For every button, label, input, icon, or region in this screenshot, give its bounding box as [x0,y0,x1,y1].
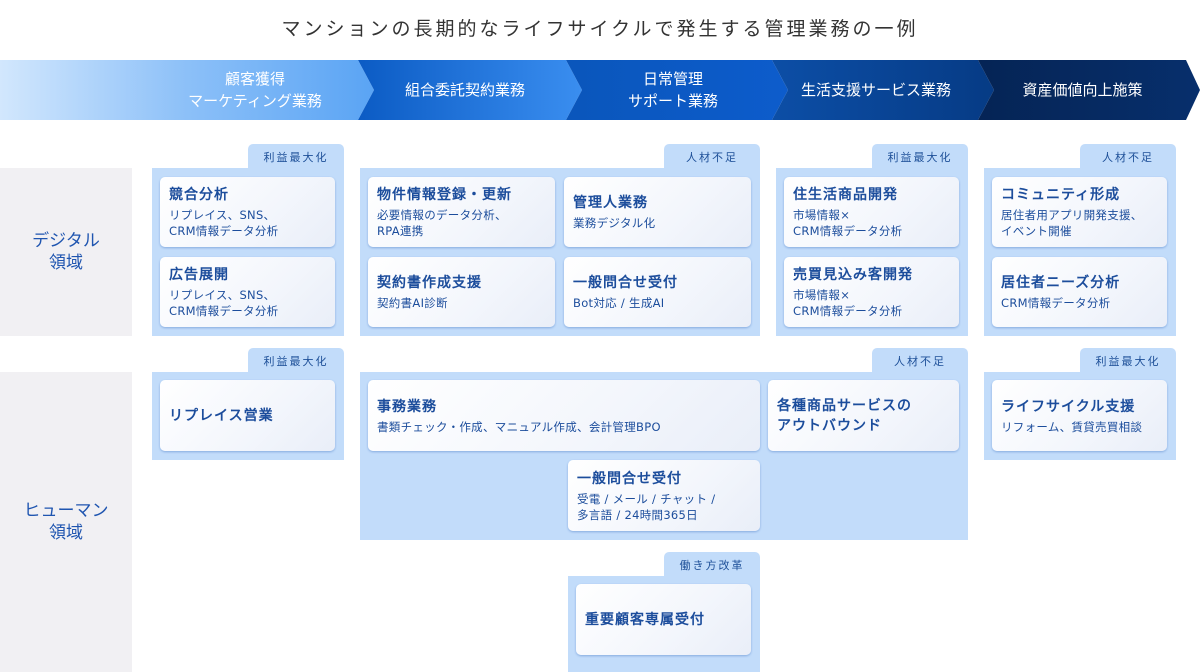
card-title: 住生活商品開発 [793,187,898,203]
card-subtitle: CRM情報データ分析 [1001,296,1111,310]
card-general-inquiry-human: 一般問合せ受付 受電 / メール / チャット / 多言語 / 24時間365日 [568,460,760,531]
card-vip-reception: 重要顧客専属受付 [576,584,751,655]
card-contract-drafting: 契約書作成支援 契約書AI診断 [368,257,555,327]
card-outbound-services: 各種商品サービスの アウトバウンド [768,380,959,451]
tag-profit-max: 利益最大化 [872,144,968,170]
card-replace-sales: リプレイス営業 [160,380,335,451]
tag-staff-shortage: 人材不足 [664,144,760,170]
phase-daily-management: 日常管理 サポート業務 [627,70,718,110]
group-human-asset-value: ライフサイクル支援 リフォーム、賃貸売買相談 [984,372,1176,460]
phase-life-support: 生活支援サービス業務 [800,81,951,99]
card-subtitle: 居住者用アプリ開発支援、 イベント開催 [1001,208,1143,238]
phase-band [0,60,1200,120]
card-subtitle: 市場情報× CRM情報データ分析 [793,208,903,238]
card-subtitle: 契約書AI診断 [377,296,448,310]
card-resident-needs-analysis: 居住者ニーズ分析 CRM情報データ分析 [992,257,1167,327]
card-subtitle: 業務デジタル化 [573,216,656,230]
tag-profit-max: 利益最大化 [248,144,344,170]
card-title: 事務業務 [377,398,437,415]
card-prospect-development: 売買見込み客開発 市場情報× CRM情報データ分析 [784,257,959,327]
card-competitive-analysis: 競合分析 リプレイス、SNS、 CRM情報データ分析 [160,177,335,247]
card-title: 競合分析 [169,187,229,203]
card-title: リプレイス営業 [169,407,274,424]
card-general-inquiry-digital: 一般問合せ受付 Bot対応 / 生成AI [564,257,751,327]
tag-staff-shortage: 人材不足 [872,348,968,374]
tag-profit-max: 利益最大化 [248,348,344,374]
card-subtitle: リプレイス、SNS、 CRM情報データ分析 [169,288,279,318]
card-office-work: 事務業務 書類チェック・作成、マニュアル作成、会計管理BPO [368,380,760,451]
phase-asset-value: 資産価値向上施策 [1022,81,1143,99]
card-title: 契約書作成支援 [377,275,482,291]
card-subtitle: Bot対応 / 生成AI [573,296,665,310]
card-title: 売買見込み客開発 [793,267,913,283]
page-title: マンションの長期的なライフサイクルで発生する管理業務の一例 [281,18,919,40]
tag-staff-shortage: 人材不足 [1080,144,1176,170]
card-caretaker-duties: 管理人業務 業務デジタル化 [564,177,751,247]
group-digital-contract-daily: 物件情報登録・更新 必要情報のデータ分析、 RPA連携 管理人業務 業務デジタル… [360,168,760,336]
phase-contract: 組合委託契約業務 [404,81,525,99]
card-subtitle: 書類チェック・作成、マニュアル作成、会計管理BPO [377,419,661,434]
card-subtitle: 市場情報× CRM情報データ分析 [793,288,903,318]
group-digital-asset-value: コミュニティ形成 居住者用アプリ開発支援、 イベント開催 居住者ニーズ分析 CR… [984,168,1176,336]
group-digital-marketing: 競合分析 リプレイス、SNS、 CRM情報データ分析 広告展開 リプレイス、SN… [152,168,344,336]
card-title: 広告展開 [169,267,229,283]
card-title: 一般問合せ受付 [573,275,678,291]
card-title: 管理人業務 [573,195,648,211]
group-human-marketing: リプレイス営業 [152,372,344,460]
tag-workstyle-reform: 働き方改革 [664,552,760,578]
row-label-digital: デジタル 領域 [0,168,132,336]
row-label-human: ヒューマン 領域 [0,372,132,672]
group-human-operations: 事務業務 書類チェック・作成、マニュアル作成、会計管理BPO 各種商品サービスの… [360,372,968,540]
card-subtitle: 必要情報のデータ分析、 RPA連携 [377,208,507,238]
tag-profit-max: 利益最大化 [1080,348,1176,374]
card-subtitle: 受電 / メール / チャット / 多言語 / 24時間365日 [577,491,716,522]
card-title: 物件情報登録・更新 [377,187,512,203]
group-human-vip: 重要顧客専属受付 [568,576,760,672]
card-ad-campaign: 広告展開 リプレイス、SNS、 CRM情報データ分析 [160,257,335,327]
card-title: コミュニティ形成 [1001,187,1121,203]
card-subtitle: リプレイス、SNS、 CRM情報データ分析 [169,208,279,238]
card-product-development: 住生活商品開発 市場情報× CRM情報データ分析 [784,177,959,247]
card-lifecycle-support: ライフサイクル支援 リフォーム、賃貸売買相談 [992,380,1167,451]
card-community-building: コミュニティ形成 居住者用アプリ開発支援、 イベント開催 [992,177,1167,247]
phase-marketing: 顧客獲得 マーケティング業務 [188,70,322,110]
phase-arrows [0,60,1200,120]
card-subtitle: リフォーム、賃貸売買相談 [1001,419,1143,434]
card-title: 居住者ニーズ分析 [1001,275,1121,291]
card-title: 重要顧客専属受付 [585,611,705,628]
card-property-registration: 物件情報登録・更新 必要情報のデータ分析、 RPA連携 [368,177,555,247]
card-title: 各種商品サービスの アウトバウンド [777,397,912,434]
card-title: 一般問合せ受付 [577,470,682,487]
card-title: ライフサイクル支援 [1001,398,1136,415]
group-digital-life-support: 住生活商品開発 市場情報× CRM情報データ分析 売買見込み客開発 市場情報× … [776,168,968,336]
